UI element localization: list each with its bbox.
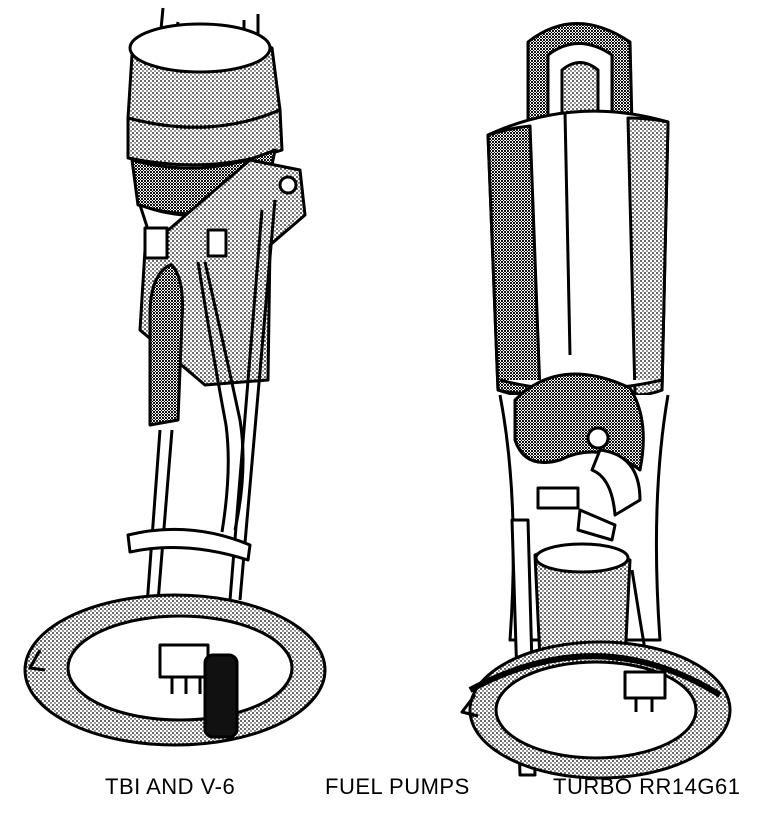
fuel-strainer [203,653,239,739]
hose-elbow [590,448,642,517]
internal-fittings [536,426,617,542]
support-rods [138,199,277,701]
wire-lead [630,569,647,651]
wire-harness [196,261,245,533]
left-pump-caption: TBI AND V-6 [105,774,236,799]
inner-pump-body [533,542,632,672]
tbi-v6-fuel-pump [23,7,327,747]
outlet-fittings [143,226,228,260]
figure-title: FUEL PUMPS [325,774,470,799]
pump-cylinder [486,109,670,404]
terminal-block [623,670,667,712]
electrical-connector [158,643,210,694]
top-loop-bracket [526,22,634,127]
fuel-hose [148,263,184,427]
right-pump-caption: TURBO RR14G61 [553,774,741,799]
middle-plate [126,527,252,562]
turbo-fuel-pump [460,22,732,780]
bottom-ring [460,640,732,780]
